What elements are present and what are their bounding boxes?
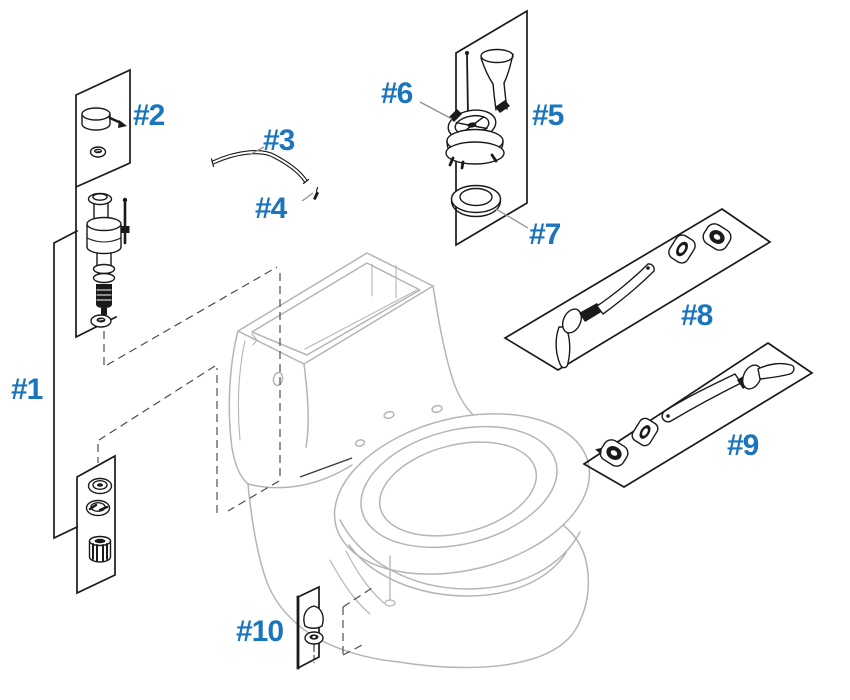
callout-2: #2 [133,99,165,132]
trip-lever-hole [272,371,284,387]
base-left-edge [247,483,400,663]
fill-valve-part [86,192,130,328]
deck-line [247,464,353,489]
bolt-cap-kit-part [303,605,324,649]
bowl-rim-inner [360,425,558,549]
toilet-fixture-drawing [228,252,591,669]
fill-valve-cap-part [81,107,127,131]
callout-7: #7 [529,218,561,251]
tank-rim-notch [251,333,258,346]
callout-5: #5 [532,99,564,132]
panel-1-lower [76,454,116,595]
panel-5 [455,9,528,247]
callout-8: #8 [681,299,713,332]
bowl-side-contour [339,519,581,590]
flush-valve-part [445,48,514,170]
panel-1-outer [53,229,79,540]
leader-to-flapper [419,101,453,120]
tank-top-outer [237,252,434,365]
panel-2 [75,68,131,189]
bowl-rim-outer [333,413,591,575]
panel-1-middle [75,186,118,339]
bowl-side-contour [348,544,567,597]
base-right-edge [562,524,590,624]
tank-left-edge [228,330,249,485]
tank-interior-line [304,289,418,350]
base-skirt-line [345,550,385,604]
refill-tube-part [210,150,310,185]
seat-hole [431,404,443,414]
leader-to-refill-tube [248,146,265,156]
guide-tick [299,457,353,478]
tank-top-inner [251,262,421,356]
base-skirt-line [329,559,371,615]
callout-4: #4 [255,192,287,225]
leader-lines [248,101,529,229]
callout-3: #3 [263,124,295,157]
flush-valve-gasket-part [450,184,502,218]
tank-right-edge [432,285,485,425]
seat-hole [354,439,366,447]
tank-front-contour [237,340,246,441]
base-bolt-head [384,599,396,607]
callout-1: #1 [11,373,43,406]
trip-lever-right-part [595,362,795,467]
fill-valve-seal-part [89,146,107,158]
callout-9: #9 [727,429,759,462]
leader-to-gasket [495,208,529,229]
seat-hole [383,410,395,420]
base-bottom-edge [398,622,580,669]
callout-6: #6 [381,77,413,110]
refill-tube-clip-part [313,186,319,200]
tank-front-right-edge [303,363,309,448]
bowl-water-line [378,441,538,537]
panel-8 [503,207,772,371]
fill-valve-mount-parts [85,477,113,563]
assembly-guide-lines [97,266,373,663]
callout-10: #10 [236,615,284,648]
leader-to-clip [301,192,314,202]
trip-lever-left-part [555,223,732,369]
